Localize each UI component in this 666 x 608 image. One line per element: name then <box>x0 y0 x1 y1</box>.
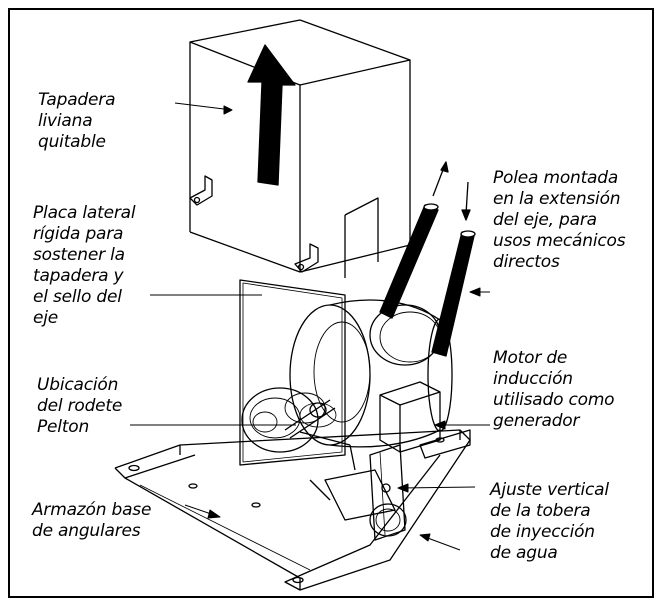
side-plate <box>239 279 346 466</box>
belts <box>379 203 476 357</box>
cover-bracket-right <box>294 243 319 273</box>
lift-arrow <box>247 44 296 186</box>
label-cover: Tapadera liviana quitable <box>38 90 116 152</box>
leader-lines <box>130 102 490 551</box>
label-base-frame: Armazón base de angulares <box>32 500 152 541</box>
label-pulley: Polea montada en la extensión del eje, p… <box>493 168 626 272</box>
nozzle-assembly <box>309 444 407 541</box>
pulley <box>369 304 441 366</box>
pelton-runner <box>241 387 336 453</box>
label-pelton-runner: Ubicación del rodete Pelton <box>37 375 123 437</box>
base-frame <box>114 429 471 591</box>
cover-bracket-left <box>189 175 213 206</box>
belt-arrows <box>432 161 471 221</box>
label-side-plate: Placa lateral rígida para sostener la ta… <box>33 203 136 328</box>
label-nozzle-adjust: Ajuste vertical de la tobera de inyecció… <box>490 480 609 563</box>
figure-border <box>8 8 654 598</box>
label-motor: Motor de inducción utilisado como genera… <box>493 348 615 431</box>
cover-box <box>189 19 411 278</box>
